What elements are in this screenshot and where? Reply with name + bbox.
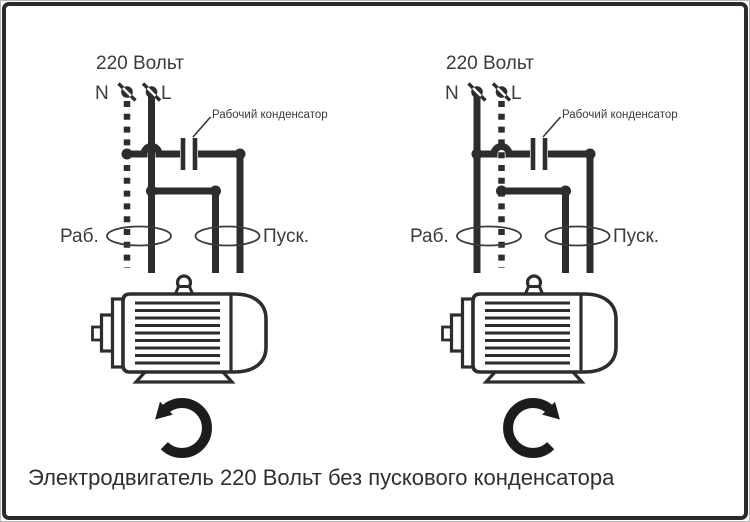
left-capacitor-branch-wire <box>130 143 180 158</box>
start-winding-label-right: Пуск. <box>613 226 660 247</box>
terminal-l-label-right: L <box>511 83 522 104</box>
terminal-l-icon-right <box>491 81 512 103</box>
rotation-ccw-icon <box>155 402 207 453</box>
run-capacitor-symbol-left <box>180 138 198 170</box>
start-winding-label-left: Пуск. <box>263 226 310 247</box>
right-capacitor-branch-wire <box>480 143 530 158</box>
left-junction-dots <box>121 148 246 197</box>
start-winding-ellipse-left <box>194 225 261 247</box>
run-winding-ellipse-left <box>106 225 172 247</box>
capacitor-label-right: Рабочий конденсатор <box>562 109 678 121</box>
motor-icon-left <box>90 274 268 384</box>
motor-icon-right <box>440 274 618 384</box>
capacitor-label-left: Рабочий конденсатор <box>212 109 328 121</box>
circuit-left <box>90 81 268 454</box>
left-start-winding-direct-leg <box>151 187 219 273</box>
terminal-n-label-left: N <box>95 83 109 104</box>
run-capacitor-symbol-right <box>530 138 548 170</box>
start-winding-ellipse-right <box>544 225 611 247</box>
terminal-n-label-right: N <box>445 83 459 104</box>
run-winding-label-left: Раб. <box>60 226 99 247</box>
terminal-l-label-left: L <box>161 83 172 104</box>
circuit-right <box>440 81 618 454</box>
diagram-caption: Электродвигатель 220 Вольт без пускового… <box>28 465 615 490</box>
run-winding-ellipse-right <box>456 225 522 247</box>
right-junction-dots <box>471 148 596 197</box>
capacitor-leader-line-left <box>192 116 212 138</box>
terminal-n-icon-left <box>116 81 138 103</box>
voltage-title-left: 220 Вольт <box>96 53 185 74</box>
voltage-title-right: 220 Вольт <box>446 53 535 74</box>
run-winding-label-right: Раб. <box>410 226 449 247</box>
rotation-cw-icon <box>508 402 560 453</box>
capacitor-leader-line-right <box>542 116 562 138</box>
right-start-winding-direct-leg <box>501 187 569 273</box>
